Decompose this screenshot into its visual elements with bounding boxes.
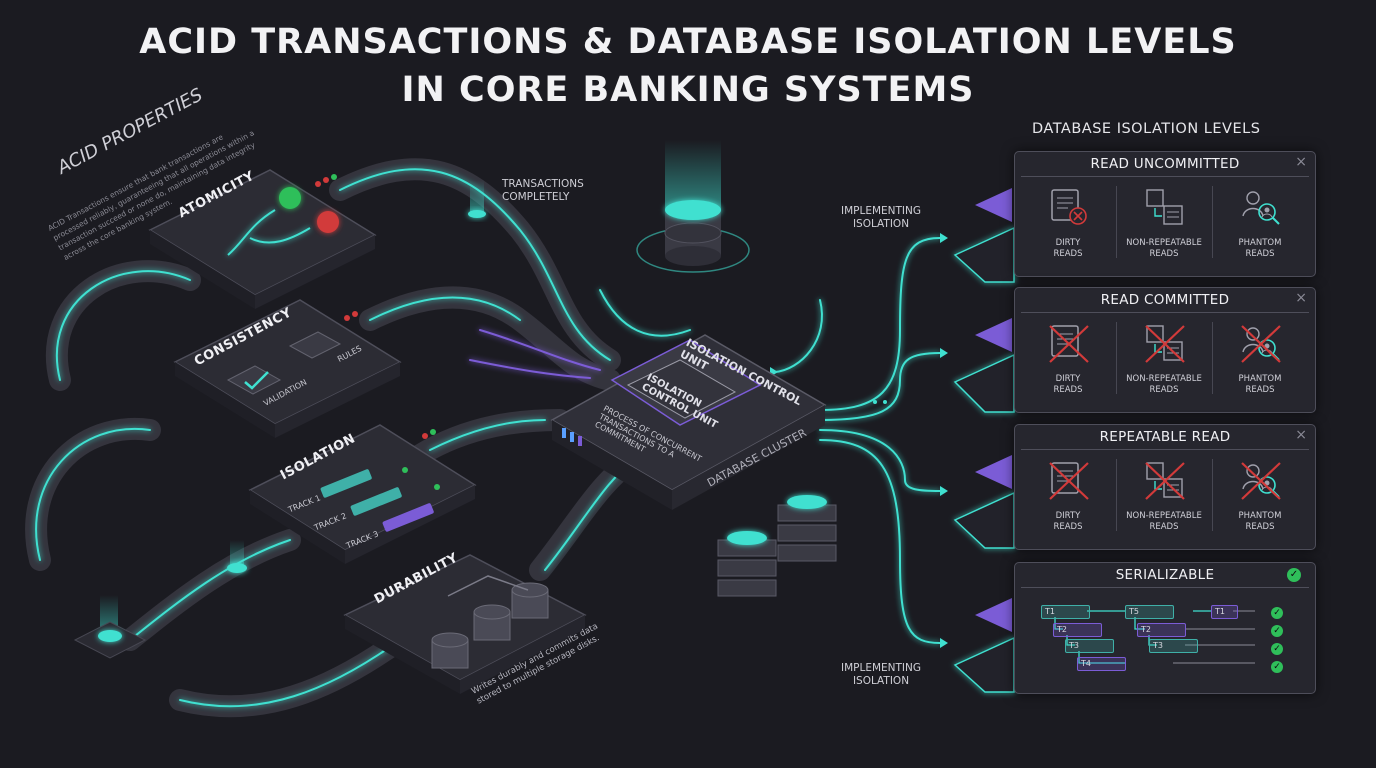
card-divider (1021, 176, 1309, 177)
phantom-reads-icon (1241, 325, 1281, 363)
anomaly-label-line-2: READS (1053, 522, 1083, 532)
transactions-label-line-2: COMPLETELY (502, 191, 570, 203)
isolation-level-name: READ COMMITTED (1100, 292, 1230, 308)
transaction-chip: T2 (1137, 623, 1186, 637)
isolation-level-name: SERIALIZABLE (1115, 567, 1215, 583)
teal-traces (35, 168, 941, 708)
transaction-chip: T4 (1077, 657, 1126, 671)
anomaly-label-line-1: DIRTY (1055, 374, 1081, 384)
card-divider (1021, 312, 1309, 313)
card-divider (1021, 587, 1309, 588)
close-icon[interactable]: × (1295, 427, 1307, 443)
transaction-chip: T5 (1125, 605, 1174, 619)
anomaly-label-line-2: READS (1245, 249, 1275, 259)
check-circle-icon: ✓ (1271, 661, 1283, 673)
check-circle-icon: ✓ (1271, 625, 1283, 637)
isolation-levels-heading: DATABASE ISOLATION LEVELS (1032, 121, 1261, 137)
transaction-chip: T1 (1041, 605, 1090, 619)
anomaly-label-line-1: DIRTY (1055, 238, 1081, 248)
anomaly-label-line-2: READS (1245, 522, 1275, 532)
phantom-reads-icon (1242, 191, 1280, 225)
anomaly-separator (1212, 459, 1213, 531)
anomaly-label-line-2: READS (1149, 522, 1179, 532)
anomaly-label-line-2: READS (1245, 385, 1275, 395)
isolation-level-plates (953, 188, 1015, 693)
serializable-schedule (1054, 610, 1255, 664)
transaction-chip: T3 (1065, 639, 1114, 653)
dirty-reads-icon (1049, 462, 1089, 500)
isolation-level-name: REPEATABLE READ (1099, 429, 1231, 445)
transaction-chip: T3 (1149, 639, 1198, 653)
status-dots (315, 174, 887, 439)
dirty-reads-icon (1049, 325, 1089, 363)
check-circle-icon: ✓ (1271, 643, 1283, 655)
non-repeatable-reads-icon (1145, 462, 1185, 500)
isolation-level-name: READ UNCOMMITTED (1090, 156, 1240, 172)
anomaly-separator (1212, 322, 1213, 394)
anomaly-label-line-1: PHANTOM (1238, 374, 1282, 384)
non-repeatable-reads-icon (1145, 325, 1185, 363)
transactions-label-line-1: TRANSACTIONS (502, 178, 584, 190)
anomaly-separator (1116, 459, 1117, 531)
anomaly-label-line-1: NON-REPEATABLE (1126, 238, 1202, 248)
page-title-line-1: ACID TRANSACTIONS & DATABASE ISOLATION L… (139, 22, 1237, 62)
anomaly-label-line-1: PHANTOM (1238, 511, 1282, 521)
implementing-bottom-line-1: IMPLEMENTING (840, 662, 922, 674)
isolation-platform (248, 424, 477, 564)
anomaly-separator (1116, 186, 1117, 258)
anomaly-label-line-1: DIRTY (1055, 511, 1081, 521)
consistency-platform (173, 299, 402, 438)
implementing-bottom-line-2: ISOLATION (852, 675, 910, 687)
anomaly-label-line-2: READS (1053, 385, 1083, 395)
non-repeatable-reads-icon (1146, 189, 1183, 225)
card-divider (1021, 449, 1309, 450)
database-cluster-block (550, 334, 827, 510)
dirty-reads-icon (1051, 189, 1087, 225)
anomaly-label-line-1: NON-REPEATABLE (1126, 374, 1202, 384)
anomaly-label-line-2: READS (1149, 385, 1179, 395)
anomaly-label-line-1: NON-REPEATABLE (1126, 511, 1202, 521)
implementing-isolation-top: IMPLEMENTING ISOLATION (822, 205, 940, 231)
transaction-chip: T1 (1211, 605, 1238, 619)
anomaly-separator (1212, 186, 1213, 258)
anomaly-label-line-2: READS (1053, 249, 1083, 259)
check-circle-icon: ✓ (1271, 607, 1283, 619)
check-circle-icon: ✓ (1287, 568, 1301, 582)
implementing-top-line-1: IMPLEMENTING (840, 205, 922, 217)
transactions-completely-label: TRANSACTIONS COMPLETELY (502, 178, 584, 204)
anomaly-label-line-2: READS (1149, 249, 1179, 259)
central-database-icon (636, 140, 750, 273)
page-title-line-2: IN CORE BANKING SYSTEMS (401, 70, 975, 110)
implementing-isolation-bottom: IMPLEMENTING ISOLATION (822, 662, 940, 688)
close-icon[interactable]: × (1295, 290, 1307, 306)
transaction-chip: T2 (1053, 623, 1102, 637)
phantom-reads-icon (1241, 462, 1281, 500)
implementing-top-line-2: ISOLATION (852, 218, 910, 230)
server-stacks (717, 495, 837, 597)
close-icon[interactable]: × (1295, 154, 1307, 170)
anomaly-label-line-1: PHANTOM (1238, 238, 1282, 248)
durability-platform (343, 554, 587, 694)
purple-traces (469, 329, 601, 379)
atomicity-platform (148, 169, 377, 309)
anomaly-separator (1116, 322, 1117, 394)
